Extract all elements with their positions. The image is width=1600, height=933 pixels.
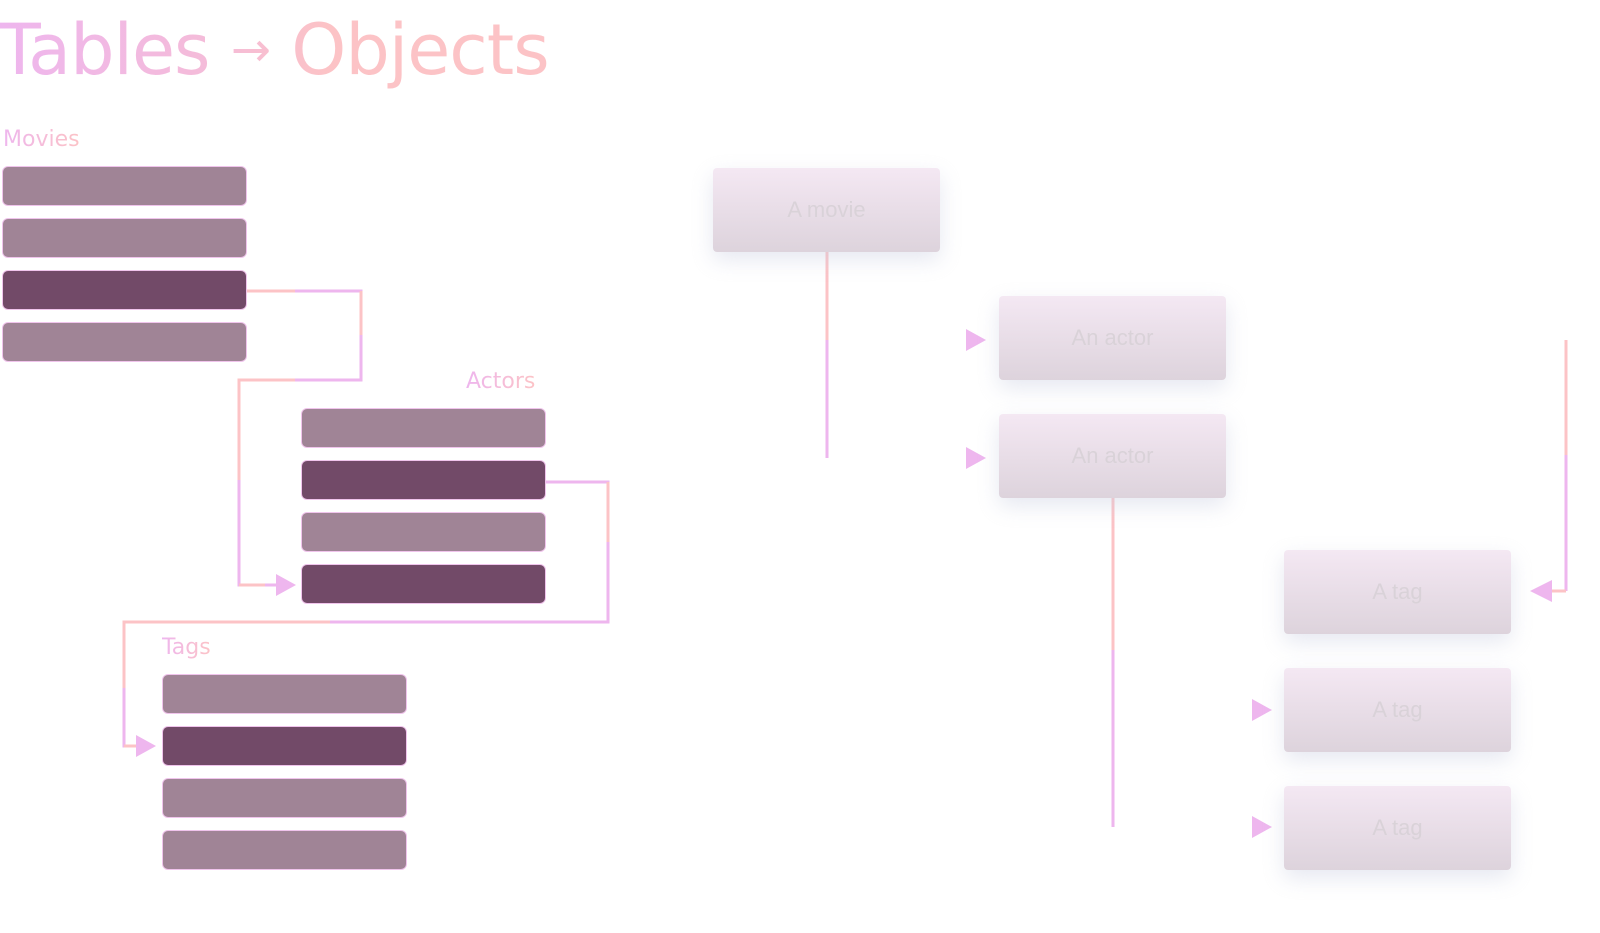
table-label-actors: Actors	[466, 369, 536, 394]
arrowhead-icon	[966, 329, 986, 351]
arrowhead-icon	[1252, 816, 1272, 838]
object-card-actor[interactable]: An actor	[999, 296, 1226, 380]
table-row[interactable]	[301, 460, 546, 500]
table-row[interactable]	[2, 218, 247, 258]
object-card-tag[interactable]: A tag	[1284, 786, 1511, 870]
object-card-movie[interactable]: A movie	[713, 168, 940, 252]
wire-actors-tags-pink2	[122, 620, 330, 688]
arrowhead-icon	[966, 447, 986, 469]
table-row[interactable]	[162, 830, 407, 870]
table-row[interactable]	[162, 778, 407, 818]
table-row[interactable]	[2, 270, 247, 310]
arrowhead-icon	[1252, 699, 1272, 721]
wire-movies-actors-pink3	[237, 378, 295, 480]
table-row[interactable]	[162, 726, 407, 766]
arrowhead-icon	[276, 574, 296, 596]
object-card-actor[interactable]: An actor	[999, 414, 1226, 498]
table-row[interactable]	[301, 564, 546, 604]
object-card-tag[interactable]: A tag	[1284, 550, 1511, 634]
arrowhead-icon	[136, 735, 156, 757]
object-card-tag[interactable]: A tag	[1284, 668, 1511, 752]
table-row[interactable]	[301, 408, 546, 448]
table-row[interactable]	[2, 166, 247, 206]
table-row[interactable]	[162, 674, 407, 714]
table-label-tags: Tags	[162, 635, 211, 660]
table-label-movies: Movies	[3, 127, 80, 152]
table-row[interactable]	[2, 322, 247, 362]
table-row[interactable]	[301, 512, 546, 552]
arrowhead-icon	[1530, 580, 1552, 602]
